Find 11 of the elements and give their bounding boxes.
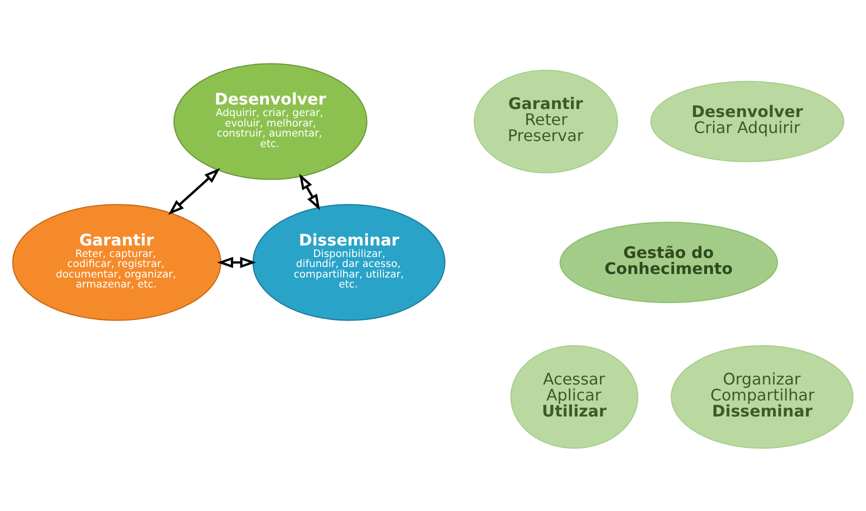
node-ellipse: Acessar Aplicar Utilizar <box>510 344 638 448</box>
arrow <box>217 256 256 268</box>
node-ellipse: Organizar Compartilhar Disseminar <box>670 344 854 448</box>
node-ellipse: Desenvolver Criar Adquirir <box>650 80 844 162</box>
node-ellipse: Desenvolver Adquirir, criar, gerar, evoluir, melhorar, construir, aumentar, etc. <box>173 62 368 180</box>
node-ellipse: Garantir Reter Preservar <box>474 69 618 173</box>
arrow <box>168 168 220 214</box>
node-ellipse: Disseminar Disponibilizar, difundir, dar acesso, compartilhar, utilizar, etc. <box>252 204 446 320</box>
node-ellipse: Garantir Reter, capturar, codificar, registrar, documentar, organizar, armazenar, etc. <box>12 204 222 320</box>
arrow <box>299 173 320 210</box>
node-ellipse: Gestão do Conhecimento <box>560 221 778 303</box>
